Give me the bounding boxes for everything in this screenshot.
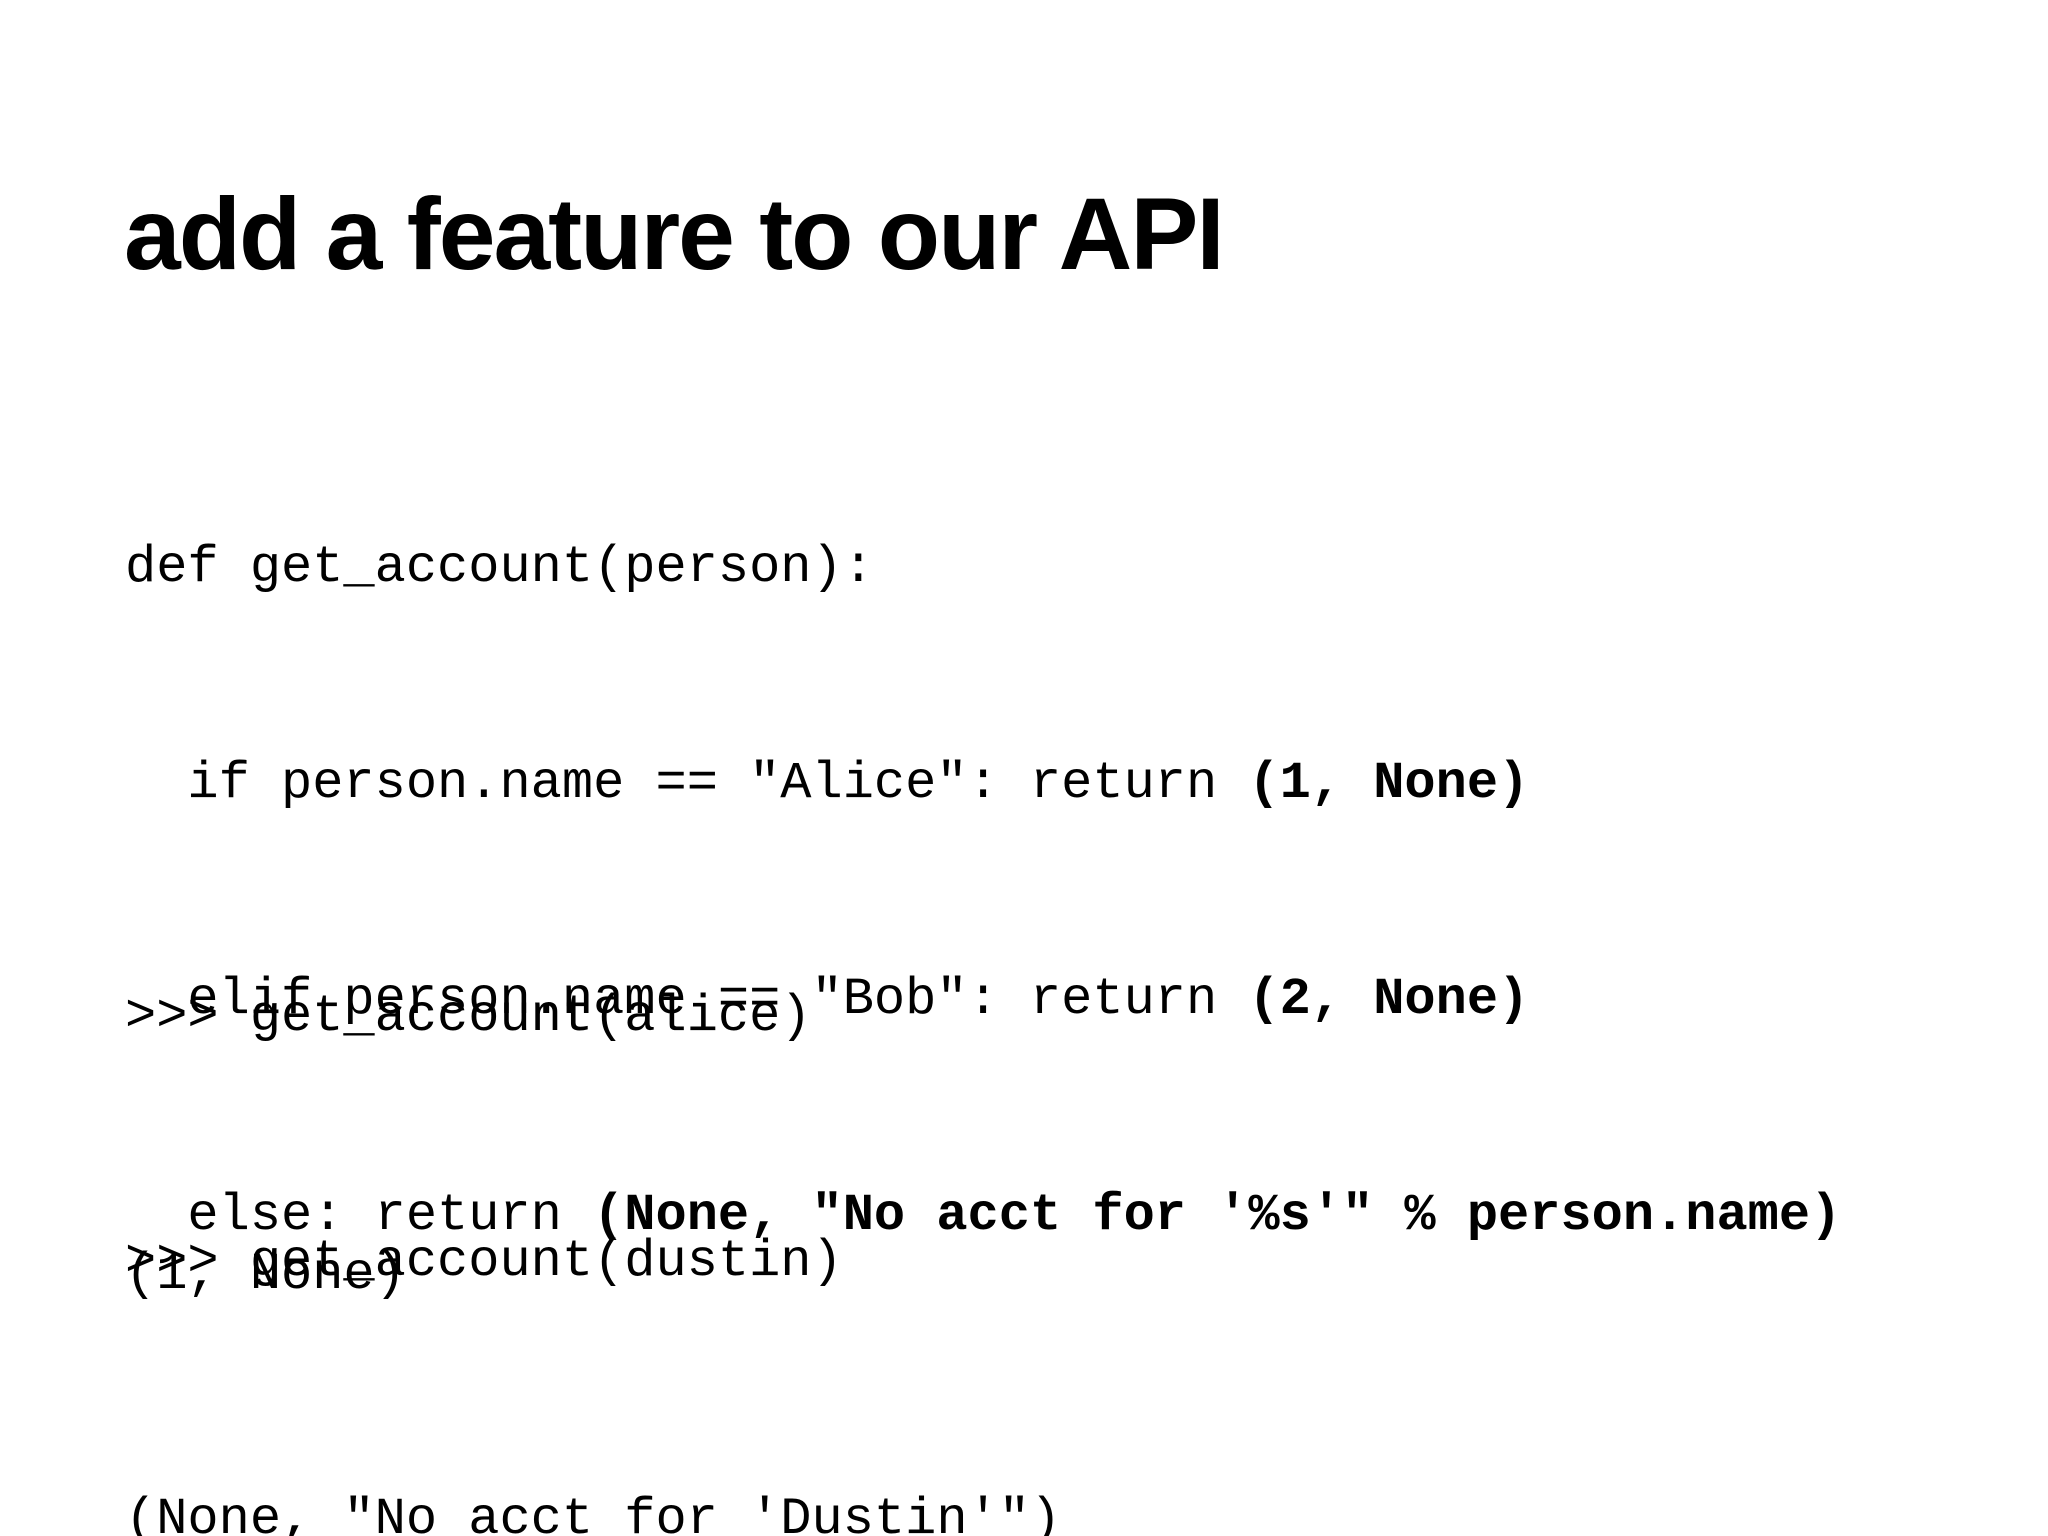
repl-prompt-line: >>> get_account(dustin) [125, 1219, 1061, 1305]
repl-session-1: >>> get_account(alice) (1, None) [125, 802, 812, 1490]
repl-output-text: (None, "No acct for 'Dustin'") [125, 1490, 1062, 1536]
code-line-else: else: return (None, "No acct for '%s'" %… [125, 1180, 1841, 1252]
repl-output-line: (None, "No acct for 'Dustin'") [125, 1477, 1061, 1536]
code-line-def: def get_account(person): [125, 532, 1841, 604]
repl-output-line: (1, None) [125, 1232, 812, 1318]
code-text: def get_account(person): [125, 538, 874, 597]
function-code-block: def get_account(person): if person.name … [125, 388, 1841, 1396]
code-text-bold-return-value: (None, "No acct for '%s'" % person.name) [593, 1186, 1842, 1245]
code-text: elif person.name == "Bob": return [125, 970, 1249, 1029]
repl-prompt-line: >>> get_account(alice) [125, 974, 812, 1060]
repl-output-text: (1, None) [125, 1245, 406, 1304]
repl-prompt-text: >>> get_account(alice) [125, 987, 812, 1046]
code-line-elif: elif person.name == "Bob": return (2, No… [125, 964, 1841, 1036]
repl-session-2: >>> get_account(dustin) (None, "No acct … [125, 1047, 1061, 1536]
slide-title: add a feature to our API [124, 177, 1225, 291]
repl-prompt-text: >>> get_account(dustin) [125, 1232, 843, 1291]
code-text: if person.name == "Alice": return [125, 754, 1249, 813]
code-line-if: if person.name == "Alice": return (1, No… [125, 748, 1841, 820]
code-text: else: return [125, 1186, 594, 1245]
code-text-bold-return-value: (1, None) [1248, 754, 1530, 813]
code-text-bold-return-value: (2, None) [1248, 970, 1530, 1029]
